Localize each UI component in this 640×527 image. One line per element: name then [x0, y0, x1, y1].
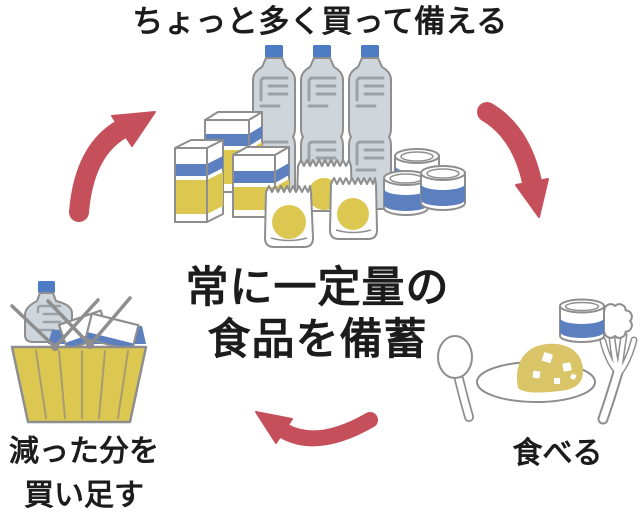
food-can-icon — [420, 165, 466, 211]
fork-icon — [597, 331, 638, 425]
stockpile-illustration — [174, 45, 466, 248]
cycle-arrow-up-icon — [69, 111, 156, 222]
cycle-arrow-left-icon — [255, 411, 378, 447]
center-title-line2: 食品を備蓄 — [207, 316, 428, 364]
curry-plate-icon — [476, 343, 596, 403]
retort-pouch-icon — [264, 185, 314, 248]
basket-handles — [10, 296, 132, 351]
retort-pouch-icon — [329, 177, 378, 240]
step-eat-label: 食べる — [512, 437, 603, 470]
center-title: 常に一定量の 食品を備蓄 — [145, 262, 490, 366]
center-title-line1: 常に一定量の — [185, 264, 450, 312]
shopping-basket-illustration — [10, 281, 148, 424]
water-bottle-icon — [348, 45, 392, 210]
meal-illustration — [437, 298, 638, 425]
step-buy-extra-label: ちょっと多く買って備える — [132, 4, 508, 39]
spoon-icon — [437, 335, 474, 422]
step-restock-line2: 買い足す — [24, 479, 144, 512]
step-restock-line1: 減った分を — [9, 435, 159, 468]
food-box-icon — [174, 139, 224, 223]
basket-body — [10, 345, 148, 424]
step-restock-label: 減った分を 買い足す — [0, 430, 168, 518]
cycle-arrow-down-icon — [477, 102, 549, 218]
open-can-icon — [559, 298, 605, 343]
